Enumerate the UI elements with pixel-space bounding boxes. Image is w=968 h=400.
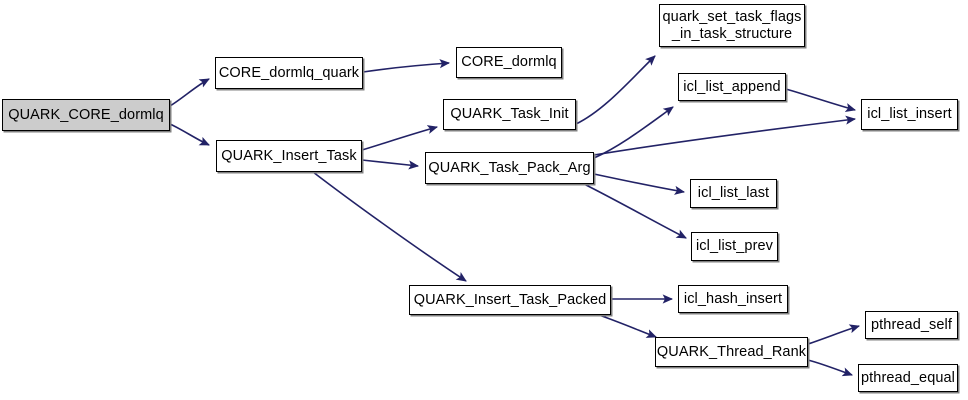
node-label-core_dormlq_quark: CORE_dormlq_quark <box>218 64 360 81</box>
call-edge-quark_thread_rank-to-pthread_equal <box>807 359 853 377</box>
node-label-quark_thread_rank: QUARK_Thread_Rank <box>656 343 807 360</box>
node-pthread_self[interactable]: pthread_self <box>865 311 958 339</box>
node-icl_list_last[interactable]: icl_list_last <box>690 179 777 208</box>
node-icl_list_prev[interactable]: icl_list_prev <box>691 232 778 261</box>
call-edge-core_dormlq_quark-to-core_dormlq <box>362 59 451 73</box>
node-label-icl_list_last: icl_list_last <box>697 185 770 202</box>
call-edge-quark_core_dormlq-to-quark_insert_task <box>169 123 210 146</box>
node-icl_list_append[interactable]: icl_list_append <box>678 73 786 101</box>
node-quark_set_task_flags[interactable]: quark_set_task_flags _in_task_structure <box>659 4 805 47</box>
node-label-icl_list_insert: icl_list_insert <box>867 106 952 123</box>
node-quark_task_pack_arg[interactable]: QUARK_Task_Pack_Arg <box>425 152 594 184</box>
node-pthread_equal[interactable]: pthread_equal <box>858 364 958 392</box>
node-core_dormlq[interactable]: CORE_dormlq <box>456 47 562 78</box>
node-icl_list_insert[interactable]: icl_list_insert <box>861 99 958 130</box>
node-label-quark_insert_task_packed: QUARK_Insert_Task_Packed <box>413 291 607 308</box>
node-label-quark_set_task_flags: quark_set_task_flags _in_task_structure <box>662 9 802 42</box>
node-label-icl_list_append: icl_list_append <box>683 78 781 95</box>
call-edge-quark_task_init-to-quark_set_task_flags <box>575 55 656 125</box>
node-label-pthread_self: pthread_self <box>870 316 952 333</box>
call-edge-quark_core_dormlq-to-core_dormlq_quark <box>169 78 210 107</box>
call-edge-quark_insert_task-to-quark_task_pack_arg <box>361 159 420 170</box>
node-label-core_dormlq: CORE_dormlq <box>461 54 557 71</box>
call-edge-quark_thread_rank-to-pthread_self <box>807 324 860 345</box>
call-edge-quark_insert_task-to-quark_task_init <box>361 125 439 151</box>
node-core_dormlq_quark[interactable]: CORE_dormlq_quark <box>215 57 363 89</box>
node-quark_task_init[interactable]: QUARK_Task_Init <box>443 99 576 130</box>
node-label-quark_insert_task: QUARK_Insert_Task <box>221 147 357 164</box>
node-quark_insert_task[interactable]: QUARK_Insert_Task <box>216 140 362 172</box>
call-edge-quark_task_pack_arg-to-icl_list_prev <box>583 183 687 239</box>
node-quark_core_dormlq[interactable]: QUARK_CORE_dormlq <box>2 99 170 131</box>
call-edge-icl_list_append-to-icl_list_insert <box>785 88 857 112</box>
node-label-quark_core_dormlq: QUARK_CORE_dormlq <box>8 106 164 123</box>
call-edge-quark_task_pack_arg-to-icl_list_last <box>593 173 686 195</box>
node-label-pthread_equal: pthread_equal <box>860 369 956 386</box>
node-icl_hash_insert[interactable]: icl_hash_insert <box>678 285 788 313</box>
node-label-icl_list_prev: icl_list_prev <box>695 238 774 255</box>
call-edge-quark_task_pack_arg-to-icl_list_append <box>593 106 674 159</box>
node-label-quark_task_init: QUARK_Task_Init <box>450 106 569 123</box>
call-edge-quark_insert_task-to-quark_insert_task_packed <box>312 171 467 282</box>
call-edge-quark_insert_task_packed-to-quark_thread_rank <box>598 314 657 338</box>
call-edge-quark_task_pack_arg-to-icl_list_insert <box>593 115 857 156</box>
node-quark_insert_task_packed[interactable]: QUARK_Insert_Task_Packed <box>409 285 611 315</box>
node-label-icl_hash_insert: icl_hash_insert <box>683 290 783 307</box>
node-label-quark_task_pack_arg: QUARK_Task_Pack_Arg <box>428 159 591 176</box>
node-quark_thread_rank[interactable]: QUARK_Thread_Rank <box>655 337 808 367</box>
